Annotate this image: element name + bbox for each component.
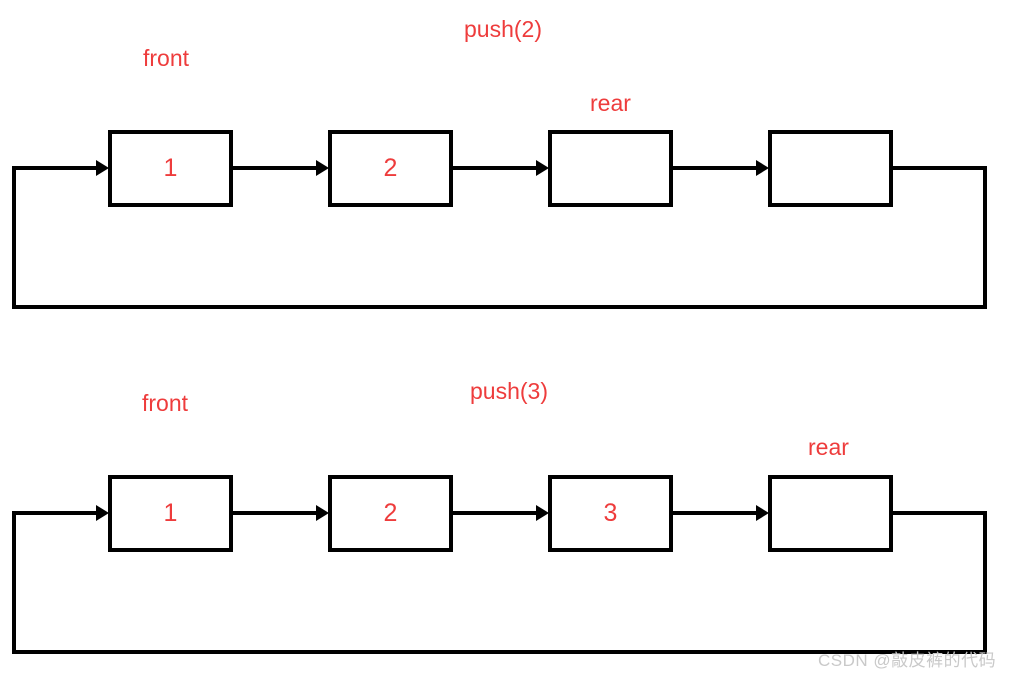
loop-right-line <box>983 511 987 654</box>
rear-pointer-label: rear <box>590 90 631 116</box>
connector-line <box>451 511 538 515</box>
circular-queue-diagram-push2: front push(2) rear 1 2 <box>12 16 987 309</box>
connector-line <box>671 166 758 170</box>
loop-left-line <box>12 166 16 309</box>
connector-line <box>231 166 318 170</box>
arrow-head-icon <box>536 160 549 176</box>
cell-value: 2 <box>383 499 398 527</box>
queue-cell-3: 3 <box>548 475 673 552</box>
queue-cell-2: 2 <box>328 475 453 552</box>
connector-line <box>231 511 318 515</box>
arrow-head-icon <box>316 505 329 521</box>
connector-line <box>451 166 538 170</box>
cell-value: 3 <box>603 499 618 527</box>
loop-bottom-line <box>12 305 987 309</box>
loop-entry-line <box>12 511 98 515</box>
loop-exit-line <box>891 511 987 515</box>
cell-value: 1 <box>163 499 178 527</box>
arrow-head-icon <box>96 505 109 521</box>
arrow-head-icon <box>756 160 769 176</box>
cell-value: 2 <box>383 154 398 182</box>
arrow-head-icon <box>316 160 329 176</box>
loop-bottom-line <box>12 650 987 654</box>
loop-right-line <box>983 166 987 309</box>
connector-line <box>671 511 758 515</box>
rear-pointer-label: rear <box>808 434 849 460</box>
arrow-head-icon <box>756 505 769 521</box>
queue-cell-1: 1 <box>108 130 233 207</box>
front-pointer-label: front <box>142 390 189 416</box>
loop-entry-line <box>12 166 98 170</box>
front-pointer-label: front <box>143 45 190 71</box>
queue-cell-4 <box>768 475 893 552</box>
queue-cell-2: 2 <box>328 130 453 207</box>
operation-label: push(2) <box>464 16 542 42</box>
arrow-head-icon <box>536 505 549 521</box>
queue-cell-1: 1 <box>108 475 233 552</box>
loop-exit-line <box>891 166 987 170</box>
loop-left-line <box>12 511 16 654</box>
queue-cell-4 <box>768 130 893 207</box>
operation-label: push(3) <box>470 378 548 404</box>
csdn-watermark: CSDN @敲皮裤的代码 <box>818 651 997 670</box>
arrow-head-icon <box>96 160 109 176</box>
circular-queue-diagram-push3: front push(3) rear 1 2 3 <box>0 345 1017 676</box>
queue-cell-3 <box>548 130 673 207</box>
cell-value: 1 <box>163 154 178 182</box>
